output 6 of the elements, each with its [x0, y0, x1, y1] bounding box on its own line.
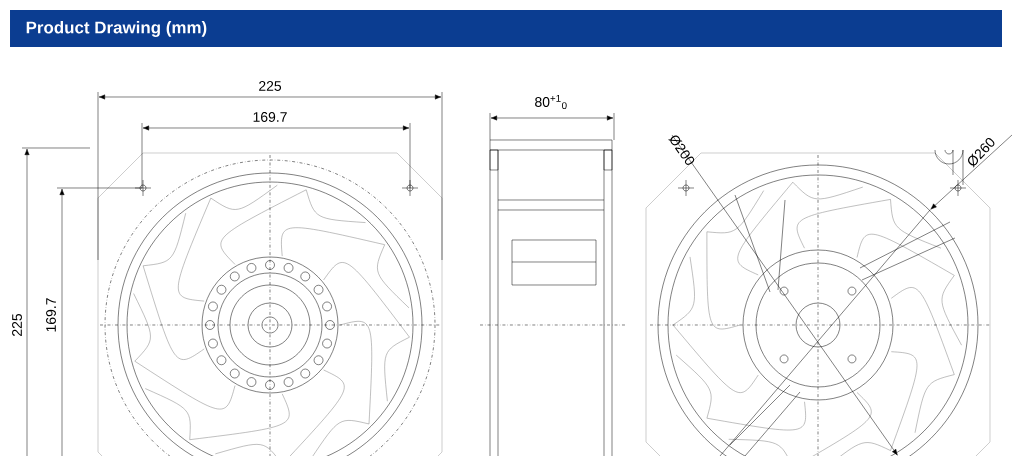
dimension-label: 169.7 — [46, 298, 56, 332]
dimension-label: 80$^{+1}$0 — [535, 94, 567, 110]
title-bar: Product Drawing (mm) — [10, 10, 1002, 47]
dimension-label: 225 — [12, 313, 22, 336]
dimension-label: 169.7 — [253, 112, 287, 122]
dimension-label: 225 — [259, 81, 282, 91]
